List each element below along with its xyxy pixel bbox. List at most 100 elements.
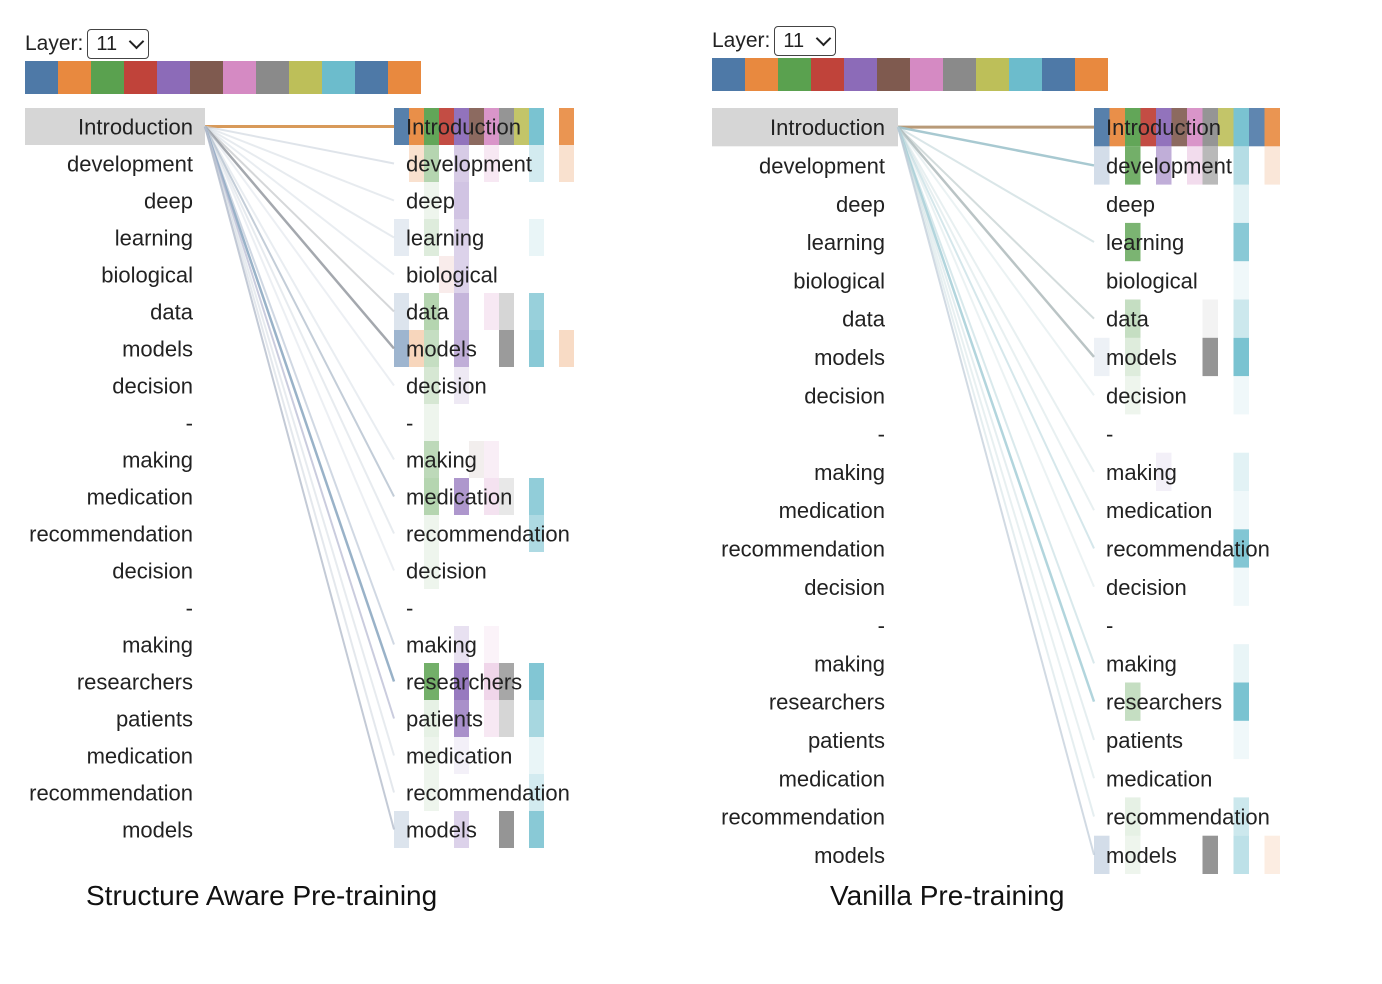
- right-token[interactable]: models: [1106, 345, 1177, 370]
- head-swatch-1[interactable]: [58, 61, 91, 94]
- right-token[interactable]: models: [406, 818, 477, 843]
- head-swatch-4[interactable]: [157, 61, 190, 94]
- head-swatch-11[interactable]: [1075, 58, 1108, 91]
- right-token[interactable]: recommendation: [1106, 805, 1270, 830]
- left-token[interactable]: researchers: [77, 670, 193, 695]
- head-swatch-7[interactable]: [943, 58, 976, 91]
- left-token[interactable]: researchers: [769, 690, 885, 715]
- head-swatch-6[interactable]: [910, 58, 943, 91]
- left-token[interactable]: decision: [112, 559, 193, 584]
- left-token[interactable]: Introduction: [770, 115, 885, 140]
- head-swatch-2[interactable]: [778, 58, 811, 91]
- right-token[interactable]: learning: [1106, 230, 1184, 255]
- left-token[interactable]: medication: [779, 766, 885, 791]
- left-token[interactable]: decision: [112, 374, 193, 399]
- right-token[interactable]: Introduction: [406, 115, 521, 140]
- head-swatch-3[interactable]: [124, 61, 157, 94]
- head-swatch-0[interactable]: [25, 61, 58, 94]
- left-token[interactable]: medication: [87, 744, 193, 769]
- left-token[interactable]: -: [878, 613, 885, 638]
- left-token[interactable]: models: [814, 843, 885, 868]
- right-token[interactable]: -: [1106, 613, 1113, 638]
- right-token[interactable]: data: [1106, 307, 1150, 332]
- left-token[interactable]: decision: [804, 575, 885, 600]
- right-token[interactable]: patients: [406, 707, 483, 732]
- left-token[interactable]: patients: [116, 707, 193, 732]
- right-token[interactable]: making: [406, 448, 477, 473]
- left-token[interactable]: recommendation: [721, 805, 885, 830]
- right-token[interactable]: data: [406, 300, 450, 325]
- right-token[interactable]: making: [1106, 460, 1177, 485]
- left-token[interactable]: Introduction: [78, 115, 193, 140]
- right-token[interactable]: researchers: [406, 670, 522, 695]
- layer-select[interactable]: 11: [774, 26, 837, 56]
- right-token[interactable]: learning: [406, 226, 484, 251]
- right-token[interactable]: decision: [406, 374, 487, 399]
- left-token[interactable]: recommendation: [29, 781, 193, 806]
- right-token[interactable]: models: [1106, 843, 1177, 868]
- right-token[interactable]: -: [1106, 422, 1113, 447]
- left-token[interactable]: learning: [807, 230, 885, 255]
- left-token[interactable]: recommendation: [29, 522, 193, 547]
- left-token[interactable]: development: [759, 153, 885, 178]
- right-token[interactable]: recommendation: [406, 522, 570, 547]
- head-swatch-4[interactable]: [844, 58, 877, 91]
- right-token[interactable]: decision: [1106, 575, 1187, 600]
- left-token[interactable]: making: [122, 633, 193, 658]
- right-token[interactable]: medication: [1106, 498, 1212, 523]
- head-swatch-9[interactable]: [1009, 58, 1042, 91]
- right-token[interactable]: medication: [406, 744, 512, 769]
- left-token[interactable]: development: [67, 152, 193, 177]
- right-token[interactable]: medication: [1106, 766, 1212, 791]
- right-token[interactable]: making: [1106, 651, 1177, 676]
- head-swatch-10[interactable]: [1042, 58, 1075, 91]
- head-swatch-11[interactable]: [388, 61, 421, 94]
- head-swatch-10[interactable]: [355, 61, 388, 94]
- head-swatch-9[interactable]: [322, 61, 355, 94]
- head-swatch-6[interactable]: [223, 61, 256, 94]
- left-token[interactable]: biological: [793, 268, 885, 293]
- right-token[interactable]: recommendation: [406, 781, 570, 806]
- right-token[interactable]: recommendation: [1106, 536, 1270, 561]
- left-token[interactable]: decision: [804, 383, 885, 408]
- left-token[interactable]: models: [122, 818, 193, 843]
- right-token[interactable]: biological: [1106, 268, 1198, 293]
- right-token[interactable]: Introduction: [1106, 115, 1221, 140]
- left-token[interactable]: data: [842, 307, 886, 332]
- left-token[interactable]: medication: [87, 485, 193, 510]
- left-token[interactable]: -: [878, 422, 885, 447]
- right-token[interactable]: patients: [1106, 728, 1183, 753]
- layer-select[interactable]: 11: [87, 29, 150, 59]
- head-swatch-3[interactable]: [811, 58, 844, 91]
- head-swatch-8[interactable]: [976, 58, 1009, 91]
- head-swatch-2[interactable]: [91, 61, 124, 94]
- right-token[interactable]: biological: [406, 263, 498, 288]
- right-token[interactable]: development: [406, 152, 532, 177]
- left-token[interactable]: making: [814, 651, 885, 676]
- left-token[interactable]: recommendation: [721, 536, 885, 561]
- right-token[interactable]: -: [406, 411, 413, 436]
- right-token[interactable]: deep: [1106, 192, 1155, 217]
- right-token[interactable]: making: [406, 633, 477, 658]
- head-swatch-8[interactable]: [289, 61, 322, 94]
- head-swatch-1[interactable]: [745, 58, 778, 91]
- head-swatch-0[interactable]: [712, 58, 745, 91]
- right-token[interactable]: decision: [406, 559, 487, 584]
- left-token[interactable]: data: [150, 300, 194, 325]
- head-swatch-5[interactable]: [877, 58, 910, 91]
- head-swatch-7[interactable]: [256, 61, 289, 94]
- right-token[interactable]: development: [1106, 153, 1232, 178]
- left-token[interactable]: deep: [836, 192, 885, 217]
- left-token[interactable]: deep: [144, 189, 193, 214]
- left-token[interactable]: making: [814, 460, 885, 485]
- left-token[interactable]: medication: [779, 498, 885, 523]
- left-token[interactable]: patients: [808, 728, 885, 753]
- right-token[interactable]: -: [406, 596, 413, 621]
- left-token[interactable]: making: [122, 448, 193, 473]
- right-token[interactable]: models: [406, 337, 477, 362]
- left-token[interactable]: -: [186, 596, 193, 621]
- right-token[interactable]: medication: [406, 485, 512, 510]
- left-token[interactable]: -: [186, 411, 193, 436]
- left-token[interactable]: biological: [101, 263, 193, 288]
- left-token[interactable]: learning: [115, 226, 193, 251]
